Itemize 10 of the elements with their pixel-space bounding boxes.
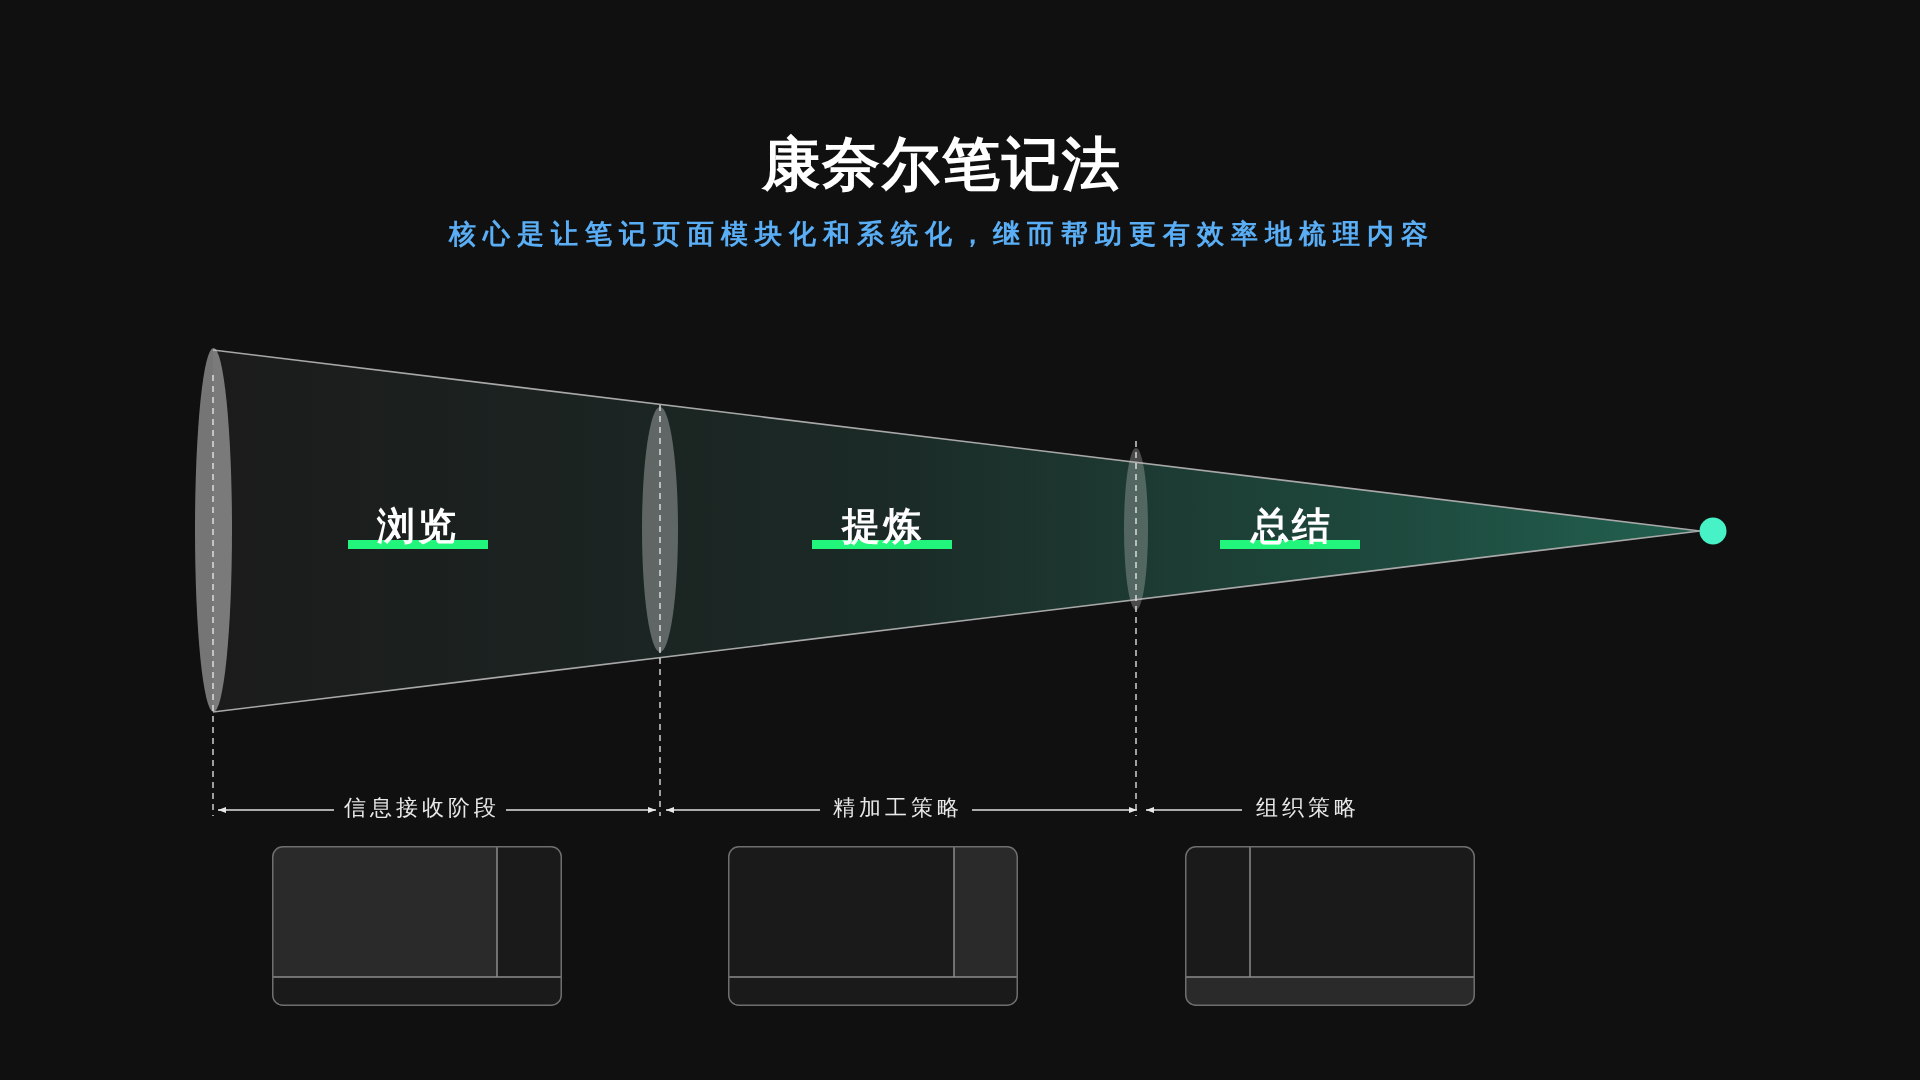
- dimension-label: 精加工策略: [832, 795, 963, 822]
- dimension-label: 信息接收阶段: [343, 795, 500, 822]
- converging-beam: [213, 350, 1700, 712]
- dimension-label: 组织策略: [1255, 795, 1360, 822]
- subtitle: 核心是让笔记页面模块化和系统化，继而帮助更有效率地梳理内容: [447, 218, 1435, 251]
- stage-label: 浏览: [375, 507, 459, 545]
- stage-label: 总结: [1249, 507, 1333, 545]
- title: 康奈尔笔记法: [762, 130, 1122, 200]
- stage-label: 提炼: [840, 507, 924, 545]
- lens-ellipse: [194, 347, 232, 712]
